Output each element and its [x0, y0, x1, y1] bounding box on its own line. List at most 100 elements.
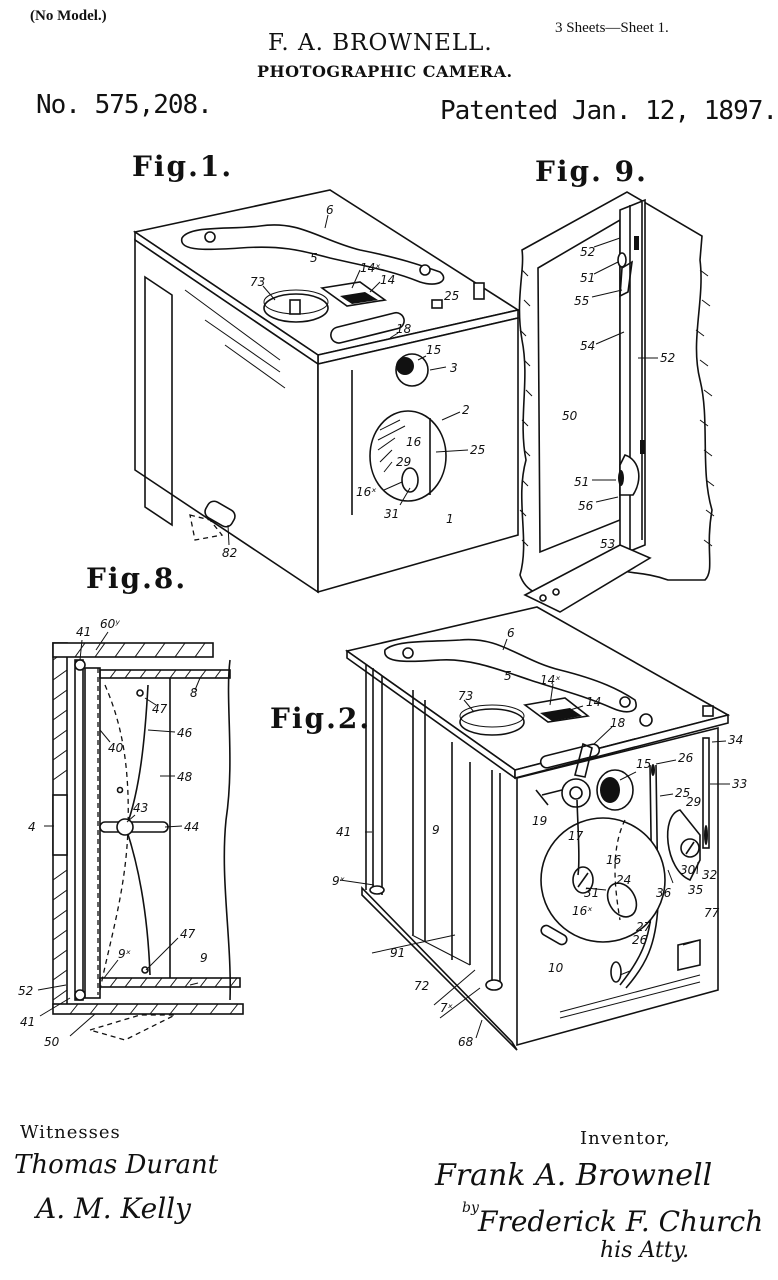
ref-label: 36 [656, 886, 672, 900]
ref-label: 5 [310, 251, 318, 265]
ref-label: 50 [562, 409, 578, 423]
ref-label: 40 [108, 741, 124, 755]
ref-label: 43 [133, 801, 148, 815]
ref-label: 10 [548, 961, 564, 975]
ref-label: 41 [76, 625, 91, 639]
ref-label: 18 [396, 322, 412, 336]
ref-label: 15 [426, 343, 441, 357]
fig2-base-rail [361, 886, 518, 1051]
fig1-label: Fig.1. [132, 150, 234, 183]
fig8-top-wall [52, 642, 214, 658]
attorney-note: his Atty. [600, 1238, 690, 1263]
ref-label: 41 [336, 825, 351, 839]
ref-label: 6 [326, 203, 334, 217]
fig2-label: Fig.2. [270, 702, 372, 735]
fig1-knob [204, 500, 236, 528]
ref-label: 16ˣ [356, 485, 377, 499]
ref-label: 6 [507, 626, 515, 640]
ref-label: 68 [458, 1035, 474, 1049]
ref-label: 24 [616, 873, 631, 887]
ref-label: 47 [180, 927, 196, 941]
ref-label: 73 [458, 689, 473, 703]
ref-label: 4 [28, 820, 36, 834]
ref-label: 73 [250, 275, 265, 289]
fig9-wheel [619, 454, 640, 496]
ref-label: 9ˣ [118, 947, 131, 961]
ref-label: 1 [446, 512, 454, 526]
fig8-lens-opening [52, 794, 68, 856]
ref-label: 41 [20, 1015, 35, 1029]
ref-label: 52 [660, 351, 675, 365]
ref-label: 25 [470, 443, 485, 457]
model-note: (No Model.) [30, 8, 107, 24]
inventor-name-heading: F. A. BROWNELL. [268, 30, 493, 56]
ref-label: 54 [580, 339, 595, 353]
fig1-side-window [144, 275, 173, 527]
fig8-label: Fig.8. [86, 562, 188, 595]
ref-label: 55 [574, 294, 589, 308]
by-label: by [462, 1200, 479, 1216]
patent-title: PHOTOGRAPHIC CAMERA. [257, 62, 513, 81]
ref-label: 60ʸ [100, 617, 120, 631]
ref-label: 51 [574, 475, 589, 489]
ref-label: 18 [610, 716, 626, 730]
witness-signature-2: A. M. Kelly [36, 1192, 191, 1225]
ref-label: 34 [728, 733, 743, 747]
ref-label: 26 [632, 933, 648, 947]
fig1-finder [319, 281, 388, 307]
ref-label: 91 [390, 946, 405, 960]
ref-label: 53 [600, 537, 615, 551]
fig2-shutter-slider [539, 743, 601, 769]
fig1-lens [369, 410, 447, 502]
ref-label: 48 [177, 770, 193, 784]
inventor-label: Inventor, [580, 1128, 671, 1149]
ref-label: 3 [450, 361, 458, 375]
fig2-dial [459, 708, 525, 736]
ref-label: 82 [222, 546, 237, 560]
fig8-base [52, 1003, 244, 1015]
ref-label: 8 [190, 686, 198, 700]
ref-label: 16ˣ [572, 904, 593, 918]
ref-label: 5 [504, 669, 512, 683]
fig1-handle [181, 224, 445, 285]
ref-label: 9ˣ [332, 874, 345, 888]
attorney-signature: Frederick F. Church [478, 1205, 764, 1238]
fig2-stud [677, 938, 701, 972]
witnesses-label: Witnesses [20, 1122, 121, 1143]
fig2-finder [523, 697, 590, 723]
ref-label: 32 [702, 868, 717, 882]
fig1-shutter-slider [330, 311, 405, 344]
ref-label: 35 [688, 883, 703, 897]
ref-label: 14ˣ [540, 673, 561, 687]
witness-signature-1: Thomas Durant [14, 1150, 219, 1180]
ref-label: 44 [184, 820, 199, 834]
patent-number: No. 575,208. [36, 90, 213, 120]
patent-date: Patented Jan. 12, 1897. [440, 96, 778, 126]
ref-label: 77 [704, 906, 720, 920]
ref-label: 14 [380, 273, 395, 287]
ref-label: 46 [177, 726, 193, 740]
ref-label: 9 [432, 823, 440, 837]
fig8-pivot [116, 818, 134, 836]
ref-label: 7ˣ [440, 1001, 453, 1015]
ref-label: 33 [732, 777, 747, 791]
ref-label: 25 [444, 289, 459, 303]
ref-label: 30 [680, 863, 696, 877]
ref-label: 29 [686, 795, 701, 809]
ref-label: 51 [580, 271, 595, 285]
ref-label: 52 [18, 984, 33, 998]
ref-label: 31 [384, 507, 399, 521]
ref-label: 9 [200, 951, 208, 965]
ref-label: 16 [406, 435, 422, 449]
ref-label: 52 [580, 245, 595, 259]
fig2-handle [384, 638, 637, 713]
ref-label: 50 [44, 1035, 60, 1049]
ref-label: 2 [462, 403, 470, 417]
ref-label: 16 [606, 853, 622, 867]
ref-label: 14ˣ [360, 261, 381, 275]
ref-label: 17 [568, 829, 584, 843]
